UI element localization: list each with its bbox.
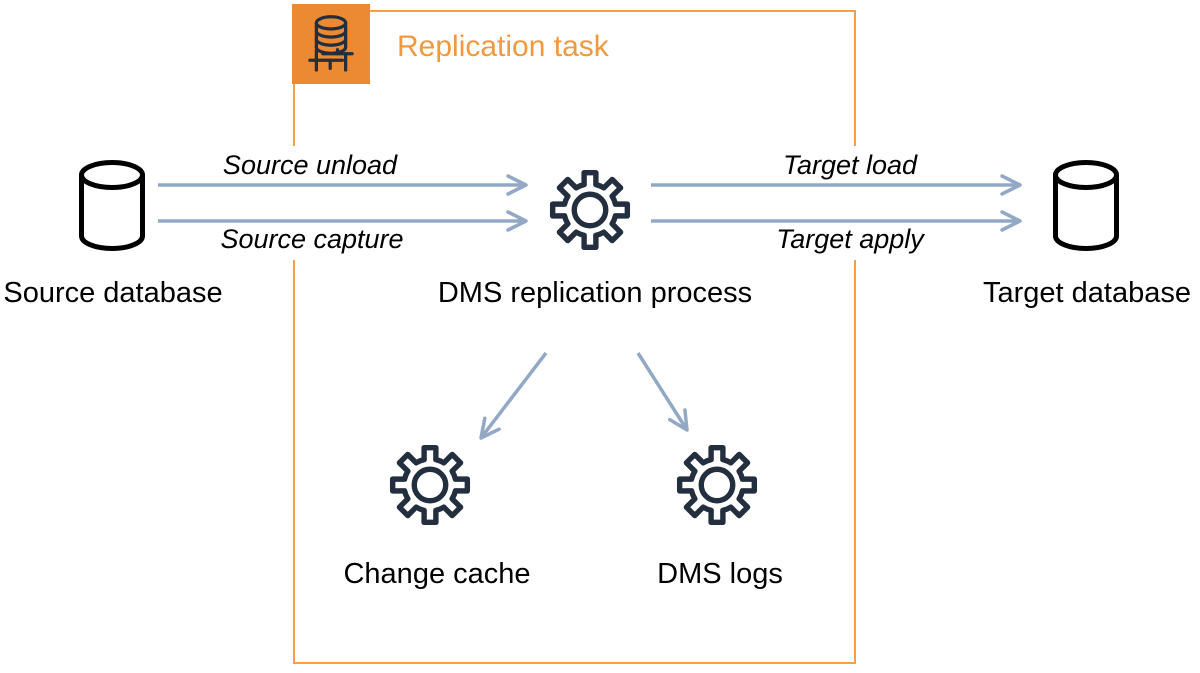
border-gap-left	[284, 146, 302, 260]
source-capture-edge-label: Source capture	[220, 224, 404, 254]
change-cache-label: Change cache	[343, 558, 531, 590]
replication-task-title: Replication task	[397, 30, 609, 63]
target-database-label: Target database	[983, 277, 1191, 309]
dms-replication-process-label: DMS replication process	[437, 277, 753, 309]
target-apply-edge-label: Target apply	[776, 224, 924, 254]
target-load-edge-label: Target load	[782, 150, 918, 180]
source-database-cylinder-icon	[79, 160, 145, 251]
replication-task-boundary	[293, 10, 856, 664]
dms-replication-process-gear-icon	[549, 169, 631, 251]
dms-logs-gear-icon	[676, 444, 758, 526]
source-unload-edge-label: Source unload	[222, 150, 398, 180]
dms-logs-label: DMS logs	[657, 558, 783, 590]
target-database-cylinder-icon	[1053, 160, 1119, 251]
replication-task-icon-box	[292, 4, 370, 84]
border-gap-right	[846, 146, 864, 260]
database-stack-on-stand-icon	[308, 15, 354, 72]
source-database-label: Source database	[3, 277, 223, 309]
change-cache-gear-icon	[389, 444, 471, 526]
